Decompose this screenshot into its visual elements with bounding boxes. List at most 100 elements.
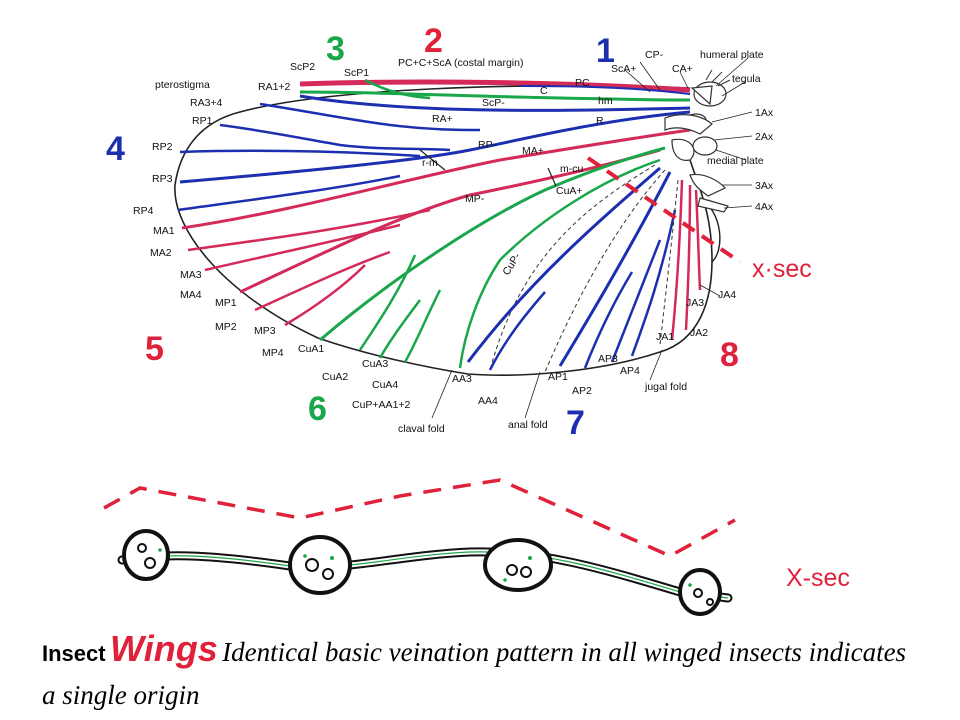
label-cua1: CuA1 xyxy=(298,343,324,355)
label-ap4: AP4 xyxy=(620,365,640,377)
label-claval-fold: claval fold xyxy=(398,423,445,435)
label-scp2: ScP2 xyxy=(290,61,315,73)
wing-outline xyxy=(174,85,713,376)
label-ra: RA+ xyxy=(432,113,453,125)
label-ap3: AP3 xyxy=(598,353,618,365)
label-pc-c-sca: PC+C+ScA (costal margin) xyxy=(398,57,523,69)
label-cup-aa12: CuP+AA1+2 xyxy=(352,399,411,411)
label-rp: RP- xyxy=(478,139,497,151)
scp1-vein xyxy=(364,78,431,100)
label-ja1: JA1 xyxy=(656,331,674,343)
ja2-vein xyxy=(684,184,692,331)
group-number-6: 6 xyxy=(308,390,327,428)
ja3-vein xyxy=(694,189,702,291)
rp1-vein xyxy=(219,123,451,152)
xsec-label: X-sec xyxy=(786,564,850,592)
label-pc: PC xyxy=(575,77,590,89)
pc-vein xyxy=(519,85,691,95)
caption-description: Identical basic veination pattern in all… xyxy=(42,637,907,710)
group-number-5: 5 xyxy=(145,330,164,368)
label-aa3: AA3 xyxy=(452,373,472,385)
label-r: R xyxy=(596,115,604,127)
wing-cross-section xyxy=(117,529,733,616)
ma-vein xyxy=(181,128,691,230)
cua-vein xyxy=(319,146,666,342)
label-anal-fold: anal fold xyxy=(508,419,548,431)
group-number-1: 1 xyxy=(596,32,615,70)
cua2-vein xyxy=(358,254,417,351)
caption-insect: Insect xyxy=(42,641,106,666)
label-rp4: RP4 xyxy=(133,205,154,217)
label-pterostigma: pterostigma xyxy=(155,79,210,91)
mp3-vein xyxy=(284,264,366,327)
mp-vein xyxy=(239,148,661,294)
label-ja4: JA4 xyxy=(718,289,736,301)
ja1-vein xyxy=(670,179,684,341)
xsec-dashed-outline xyxy=(103,478,736,558)
label-humeral-plate: humeral plate xyxy=(700,49,764,61)
aa4-vein xyxy=(488,291,546,371)
label-cua4: CuA4 xyxy=(372,379,398,391)
label-4ax: 4Ax xyxy=(755,201,774,213)
label-ap1: AP1 xyxy=(548,371,568,383)
label-mp: MP- xyxy=(465,193,485,205)
group-number-8: 8 xyxy=(720,336,739,374)
ma3-vein xyxy=(204,223,401,272)
ap3-vein xyxy=(610,239,662,363)
xsec-cut-line xyxy=(586,156,742,264)
label-ap2: AP2 xyxy=(572,385,592,397)
ra34-vein xyxy=(259,102,481,132)
label-scp1: ScP1 xyxy=(344,67,369,79)
label-1ax: 1Ax xyxy=(755,107,774,119)
label-ma2: MA2 xyxy=(150,247,172,259)
rp2-vein xyxy=(179,149,421,158)
label-ma4: MA4 xyxy=(180,289,202,301)
label-m-cu: m-cu xyxy=(560,163,583,175)
label-rp1: RP1 xyxy=(192,115,213,127)
group-number-2: 2 xyxy=(424,22,443,60)
label-ma: MA+ xyxy=(522,145,544,157)
label-r-m: r-m xyxy=(422,157,438,169)
humeral-rays xyxy=(705,69,731,87)
ap4-vein xyxy=(630,209,677,357)
label-tegula: tegula xyxy=(732,73,761,85)
leader-lines xyxy=(431,57,753,419)
m-cu-crossvein xyxy=(547,167,557,187)
label-mp3: MP3 xyxy=(254,325,276,337)
label-rp2: RP2 xyxy=(152,141,173,153)
mp2-vein xyxy=(254,250,391,312)
label-3ax: 3Ax xyxy=(755,180,774,192)
ap2-vein xyxy=(583,271,634,369)
label-jugal-fold: jugal fold xyxy=(644,381,687,393)
cup-vein xyxy=(458,158,661,369)
label-mp1: MP1 xyxy=(215,297,237,309)
ap-vein xyxy=(558,171,672,367)
group-number-4: 4 xyxy=(106,130,125,168)
cua4-vein xyxy=(403,289,442,363)
label-ra34: RA3+4 xyxy=(190,97,223,109)
label-cua3: CuA3 xyxy=(362,358,388,370)
slide-caption: Insect Wings Identical basic veination p… xyxy=(42,630,922,719)
label-2ax: 2Ax xyxy=(755,131,774,143)
label-aa4: AA4 xyxy=(478,395,498,407)
rp4-vein xyxy=(177,174,401,212)
scp-vein xyxy=(299,90,691,102)
xsec-marker: x·sec xyxy=(752,255,812,283)
label-hm: hm xyxy=(598,95,613,107)
label-ja3: JA3 xyxy=(686,297,704,309)
caption-wings: Wings xyxy=(110,628,218,669)
label-medial-plate: medial plate xyxy=(707,155,764,167)
label-c: C xyxy=(540,85,548,97)
r-m-crossvein xyxy=(419,149,446,171)
label-ma1: MA1 xyxy=(153,225,175,237)
label-ca: CA+ xyxy=(672,63,693,75)
label-cua: CuA+ xyxy=(556,185,583,197)
group-number-3: 3 xyxy=(326,30,345,68)
label-cua2: CuA2 xyxy=(322,371,348,383)
ma2-vein xyxy=(187,208,431,252)
ra-vein xyxy=(299,94,691,112)
label-mp4: MP4 xyxy=(262,347,284,359)
label-ja2: JA2 xyxy=(690,327,708,339)
